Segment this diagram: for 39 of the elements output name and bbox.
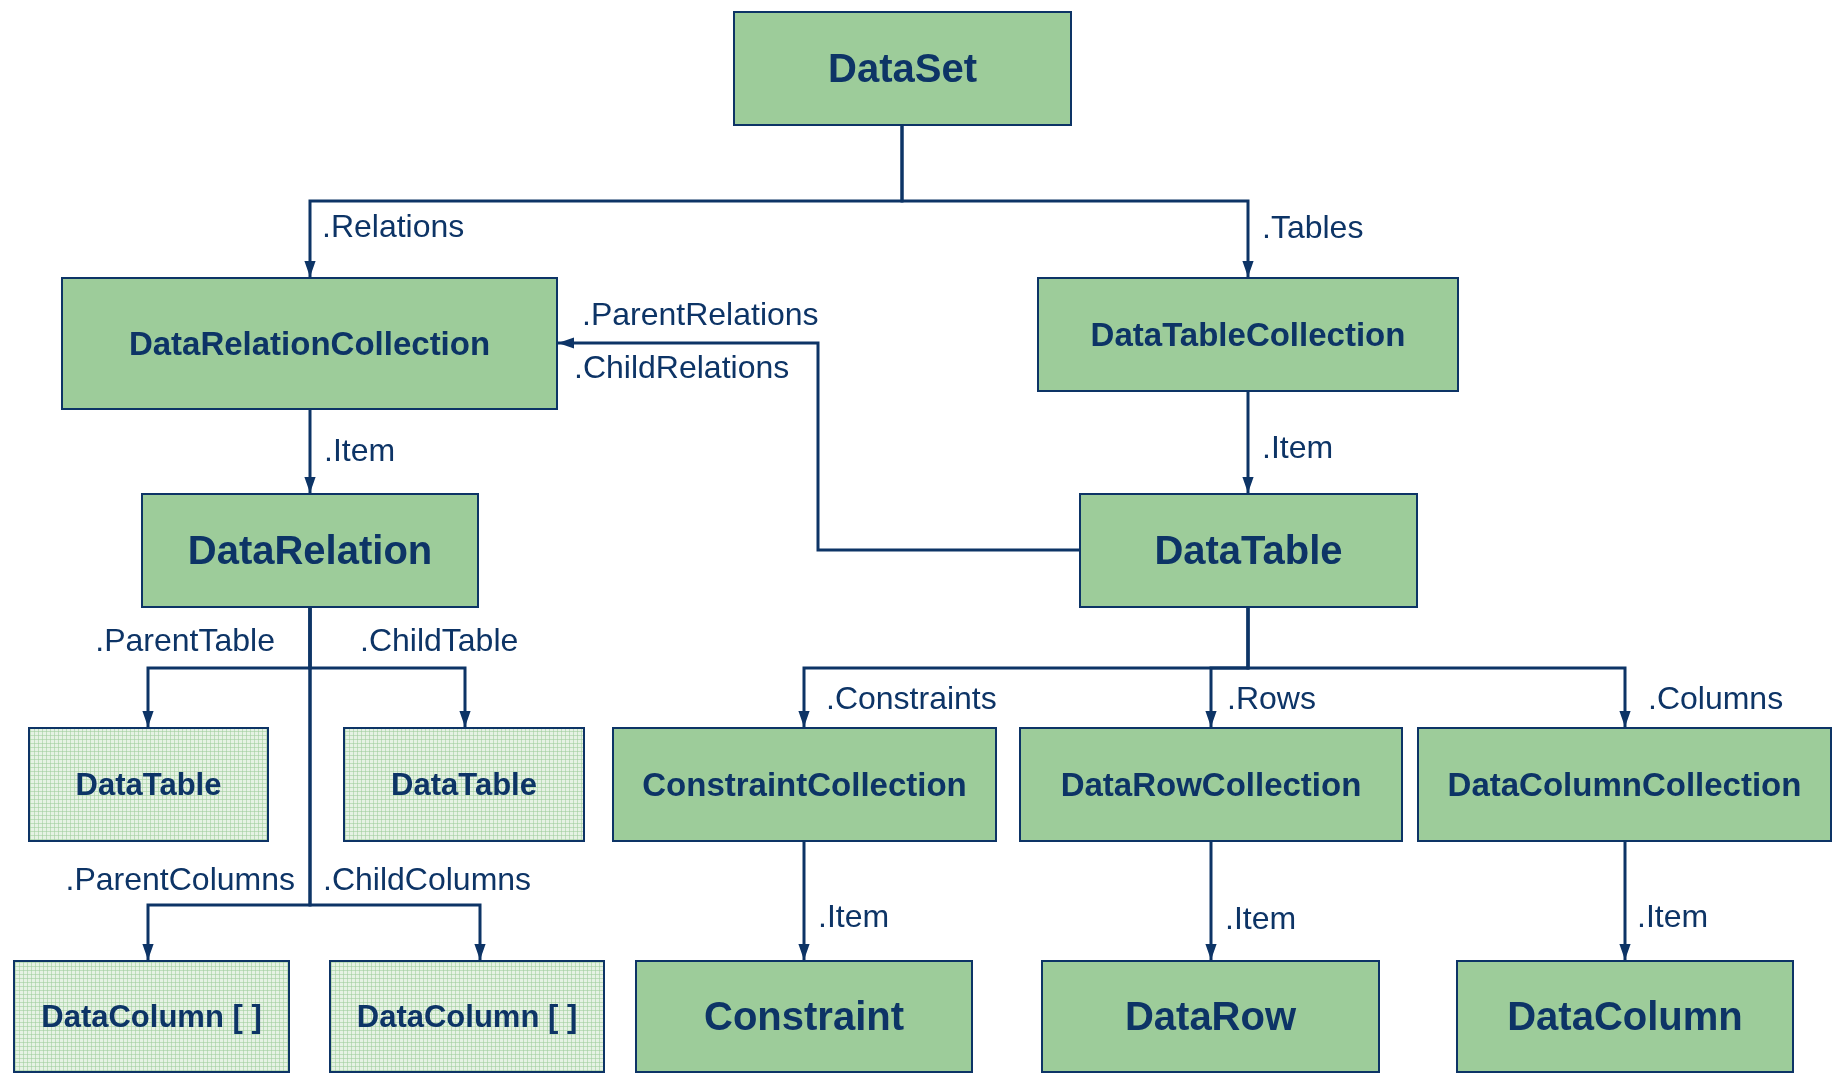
- class-name: DataColumn [ ]: [41, 998, 262, 1035]
- class-box: [61, 277, 558, 410]
- arrow: [798, 842, 810, 960]
- class-box: [733, 11, 1072, 126]
- arrow: [558, 337, 1079, 552]
- class-name: DataTable: [75, 766, 222, 803]
- class-name: DataTable: [391, 766, 537, 803]
- reference-box: [343, 727, 585, 842]
- class-name: DataTableCollection: [1090, 315, 1406, 354]
- class-name: DataRelationCollection: [128, 324, 491, 363]
- class-name: DataColumn: [1507, 994, 1743, 1039]
- class-name: DataSet: [828, 46, 977, 91]
- reference-box: [28, 727, 269, 842]
- class-name: ConstraintCollection: [642, 765, 967, 804]
- arrow: [900, 126, 1254, 277]
- arrow: [1246, 608, 1631, 727]
- class-box: [1037, 277, 1459, 392]
- arrow: [1242, 392, 1254, 493]
- class-name: DataTable: [1154, 528, 1343, 573]
- class-name: DataColumn [ ]: [356, 998, 578, 1035]
- class-box: [635, 960, 973, 1073]
- class-box: [141, 493, 479, 608]
- arrow: [1619, 842, 1631, 960]
- class-box: [1456, 960, 1794, 1073]
- class-box: [1417, 727, 1832, 842]
- class-name: DataRelation: [187, 528, 433, 573]
- class-name: Constraint: [704, 994, 904, 1039]
- class-box: [612, 727, 997, 842]
- arrow: [308, 608, 486, 960]
- arrow: [1205, 842, 1217, 960]
- class-box: [1079, 493, 1418, 608]
- reference-box: [329, 960, 605, 1073]
- class-box: [1019, 727, 1403, 842]
- class-name: DataRowCollection: [1060, 765, 1362, 804]
- class-name: DataColumnCollection: [1447, 765, 1802, 804]
- reference-box: [13, 960, 290, 1073]
- arrow: [304, 410, 316, 493]
- class-name: DataRow: [1124, 994, 1297, 1039]
- class-box: [1041, 960, 1380, 1073]
